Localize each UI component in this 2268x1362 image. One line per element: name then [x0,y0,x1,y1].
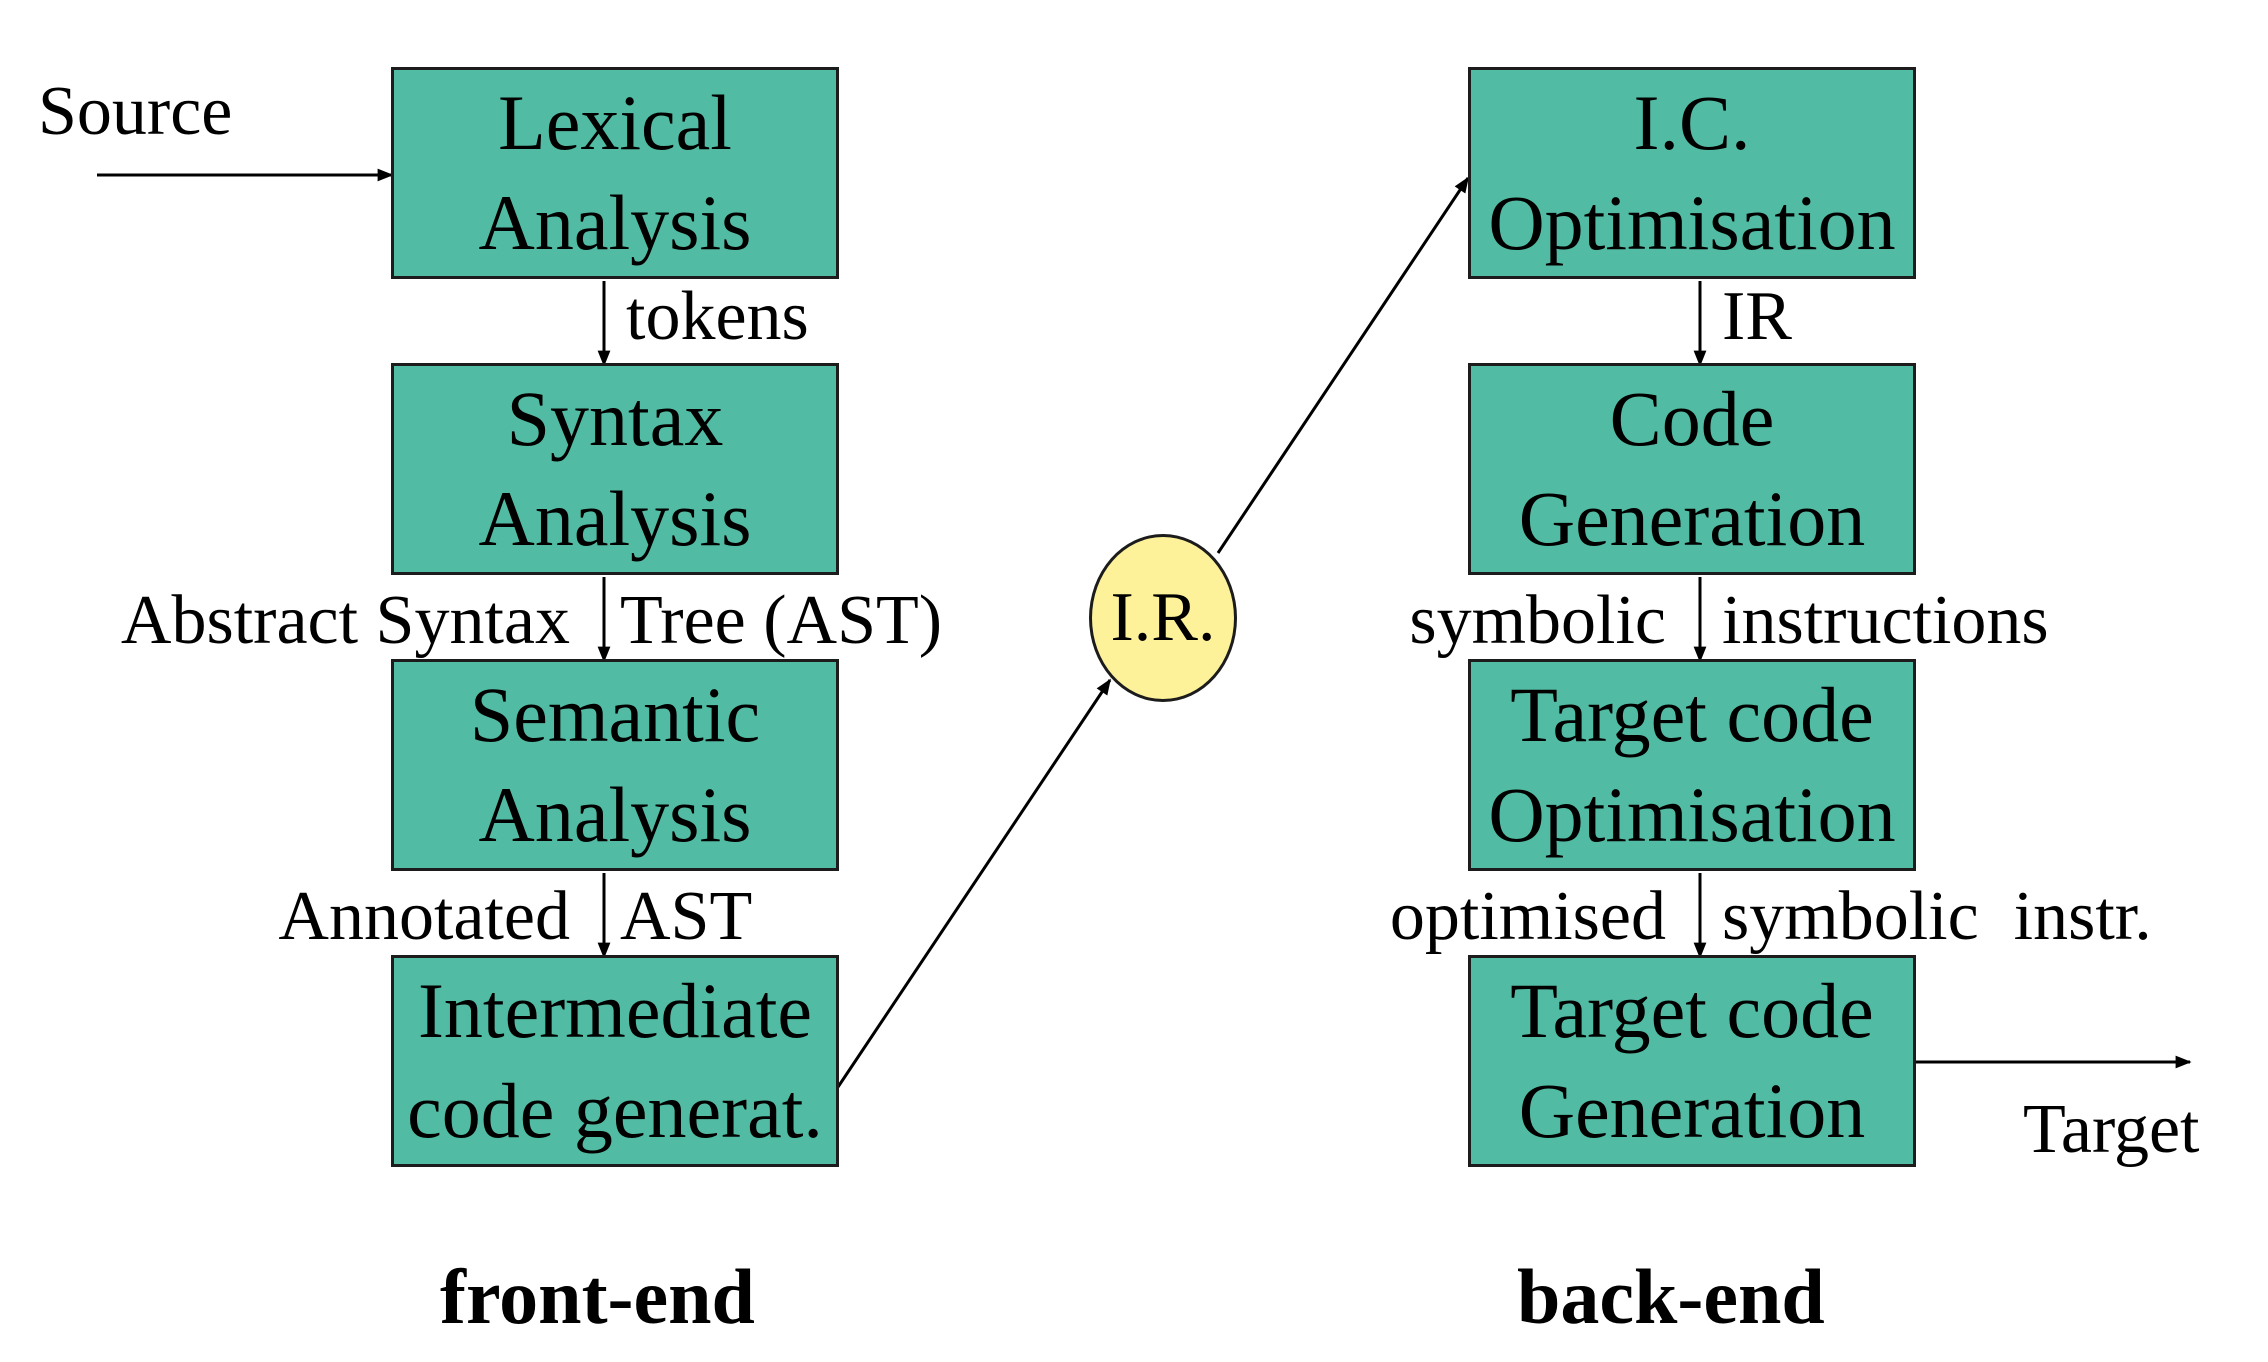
edge-label-tokens: tokens [626,278,809,355]
edge-label-abstract-syntax: Abstract Syntax [120,582,570,659]
stage-line-2: Optimisation [1488,771,1896,858]
stage-line-2: Analysis [478,179,752,266]
edge-label-symbolic: symbolic [1409,582,1666,659]
stage-intermediate-code-generation: Intermediate code generat. [391,955,839,1167]
stage-line-1: Target code [1510,671,1874,758]
arrow-intermediate-to-ir [836,678,1112,1088]
stage-code-generation: Code Generation [1468,363,1916,575]
edge-label-tree-ast: Tree (AST) [620,582,943,659]
stage-line-2: Optimisation [1488,179,1896,266]
edge-label-annotated: Annotated [278,878,570,955]
ir-node-label: I.R. [1110,579,1216,656]
stage-line-1: I.C. [1633,79,1751,166]
back-end-title: back-end [1517,1253,1825,1340]
edge-label-optimised: optimised [1389,878,1666,955]
edge-label-symbolic-instr: symbolic instr. [1722,878,2152,955]
stage-target-code-optimisation: Target code Optimisation [1468,659,1916,871]
front-end-title: front-end [440,1253,755,1340]
stage-line-2: Generation [1518,1067,1866,1154]
stage-syntax-analysis: Syntax Analysis [391,363,839,575]
stage-ic-optimisation: I.C. Optimisation [1468,67,1916,279]
stage-line-2: Generation [1518,475,1866,562]
target-label: Target [2023,1091,2200,1168]
stage-line-2: Analysis [478,771,752,858]
stage-line-2: code generat. [407,1067,823,1154]
stage-semantic-analysis: Semantic Analysis [391,659,839,871]
stage-line-1: Target code [1510,967,1874,1054]
edge-label-ir: IR [1722,278,1792,355]
stage-line-2: Analysis [478,475,752,562]
stage-line-1: Semantic [469,671,761,758]
arrow-ir-to-ic-optimisation [1216,176,1470,554]
stage-line-1: Intermediate [417,967,813,1054]
stage-line-1: Lexical [498,79,732,166]
edge-label-instructions: instructions [1722,582,2049,659]
stage-line-1: Syntax [506,375,724,462]
source-label: Source [38,73,233,150]
ir-node: I.R. [1089,534,1237,702]
stage-line-1: Code [1609,375,1775,462]
edge-label-ast: AST [620,878,753,955]
stage-lexical-analysis: Lexical Analysis [391,67,839,279]
stage-target-code-generation: Target code Generation [1468,955,1916,1167]
